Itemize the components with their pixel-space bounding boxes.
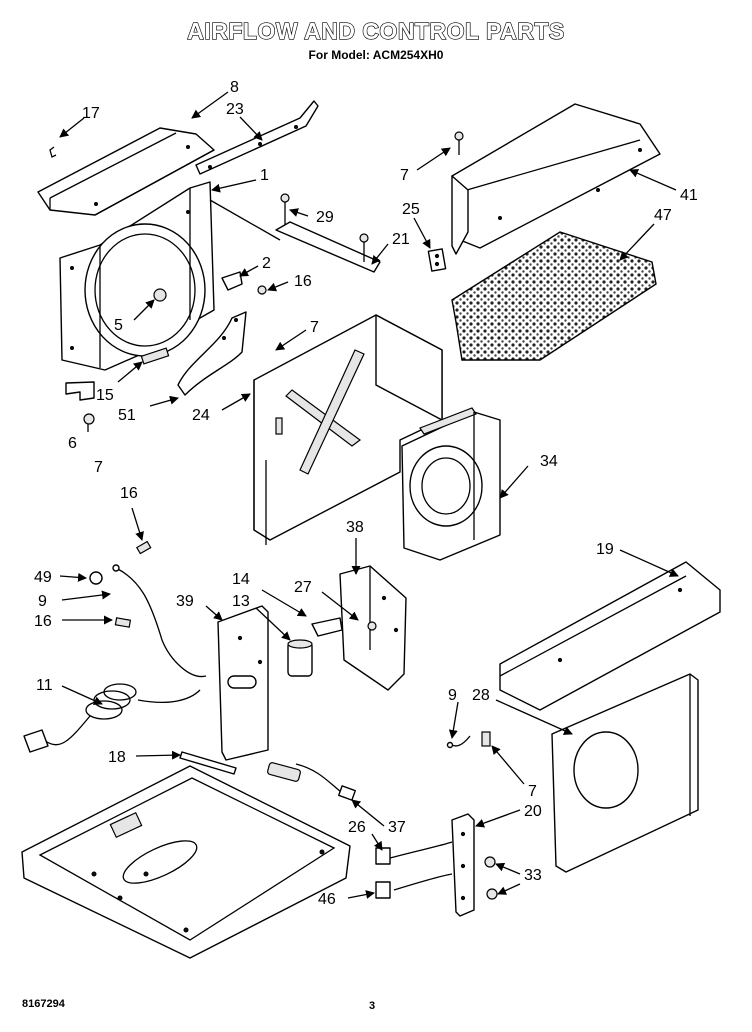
callout-7a: 7 <box>400 167 409 184</box>
callout-38: 38 <box>346 519 364 536</box>
callout-21: 21 <box>392 231 410 248</box>
callout-49: 49 <box>34 569 52 586</box>
base-pan <box>21 765 351 959</box>
part-37-wire-harness <box>267 762 356 801</box>
callout-20: 20 <box>524 803 542 820</box>
part-2-clip <box>221 271 267 295</box>
callout-28: 28 <box>472 687 490 704</box>
page-title: AIRFLOW AND CONTROL PARTS <box>187 17 565 44</box>
callout-13: 13 <box>232 593 250 610</box>
callout-16a: 16 <box>294 273 312 290</box>
document-number: 8167294 <box>22 998 65 1010</box>
callout-5: 5 <box>114 317 123 334</box>
part-46-connector <box>375 881 391 899</box>
callout-27: 27 <box>294 579 312 596</box>
page-number: 3 <box>369 1000 376 1012</box>
part-11-power-cord <box>23 683 201 753</box>
callout-19: 19 <box>596 541 614 558</box>
part-9b-sensor <box>446 731 491 749</box>
callout-25: 25 <box>402 201 420 218</box>
part-16c-screw <box>114 617 132 628</box>
callout-34: 34 <box>540 453 558 470</box>
callout-1: 1 <box>260 167 269 184</box>
part-41-top-cover <box>451 103 661 255</box>
part-21-strap <box>275 193 381 273</box>
callout-labels: 17 8 23 1 7 41 47 25 29 21 2 16 5 7 15 5… <box>34 79 698 908</box>
model-subtitle: For Model: ACM254XH0 <box>308 48 444 62</box>
callout-51: 51 <box>118 407 136 424</box>
part-23-strip <box>195 100 319 175</box>
leader-lines <box>59 91 679 899</box>
part-20-bracket <box>389 813 498 917</box>
callout-8: 8 <box>230 79 239 96</box>
part-49-nut <box>89 571 103 585</box>
part-38-control-panel <box>339 565 407 691</box>
part-26-connector <box>375 847 391 865</box>
part-19-top-panel <box>499 561 721 711</box>
callout-11: 11 <box>36 677 53 694</box>
part-24-panel <box>253 314 443 545</box>
part-16-screw <box>135 540 152 555</box>
callout-47: 47 <box>654 207 672 224</box>
part-8-top-bracket <box>37 127 215 216</box>
callout-15: 15 <box>96 387 114 404</box>
callout-7b: 7 <box>310 319 319 336</box>
part-6-bracket <box>65 381 95 425</box>
callout-24: 24 <box>192 407 210 424</box>
callout-39: 39 <box>176 593 194 610</box>
callout-14: 14 <box>232 571 250 588</box>
callout-7d: 7 <box>528 783 537 800</box>
callout-26: 26 <box>348 819 366 836</box>
callout-23: 23 <box>226 101 244 118</box>
part-9-thermistor-wire <box>112 564 207 678</box>
part-17-clip <box>49 146 57 158</box>
callout-7c: 7 <box>94 459 103 476</box>
part-15-gasket <box>140 347 170 365</box>
part-47-filter <box>451 231 657 361</box>
part-14-clamp <box>311 617 343 637</box>
callout-29: 29 <box>316 209 334 226</box>
part-13-capacitor <box>287 639 313 677</box>
callout-41: 41 <box>680 187 698 204</box>
callout-9b: 9 <box>448 687 457 704</box>
callout-16b: 16 <box>120 485 138 502</box>
callout-6: 6 <box>68 435 77 452</box>
part-1-shroud <box>59 181 281 371</box>
callout-46: 46 <box>318 891 336 908</box>
part-39-control-bracket <box>217 605 269 761</box>
callout-33: 33 <box>524 867 542 884</box>
callout-37: 37 <box>388 819 406 836</box>
callout-2: 2 <box>262 255 271 272</box>
callout-16c: 16 <box>34 613 52 630</box>
part-34-scroll <box>401 407 501 561</box>
part-25-switch <box>427 248 447 272</box>
part-51-air-guide <box>177 311 247 396</box>
callout-17: 17 <box>82 105 100 122</box>
callout-18: 18 <box>108 749 126 766</box>
callout-9a: 9 <box>38 593 47 610</box>
part-28-partition <box>551 673 699 873</box>
